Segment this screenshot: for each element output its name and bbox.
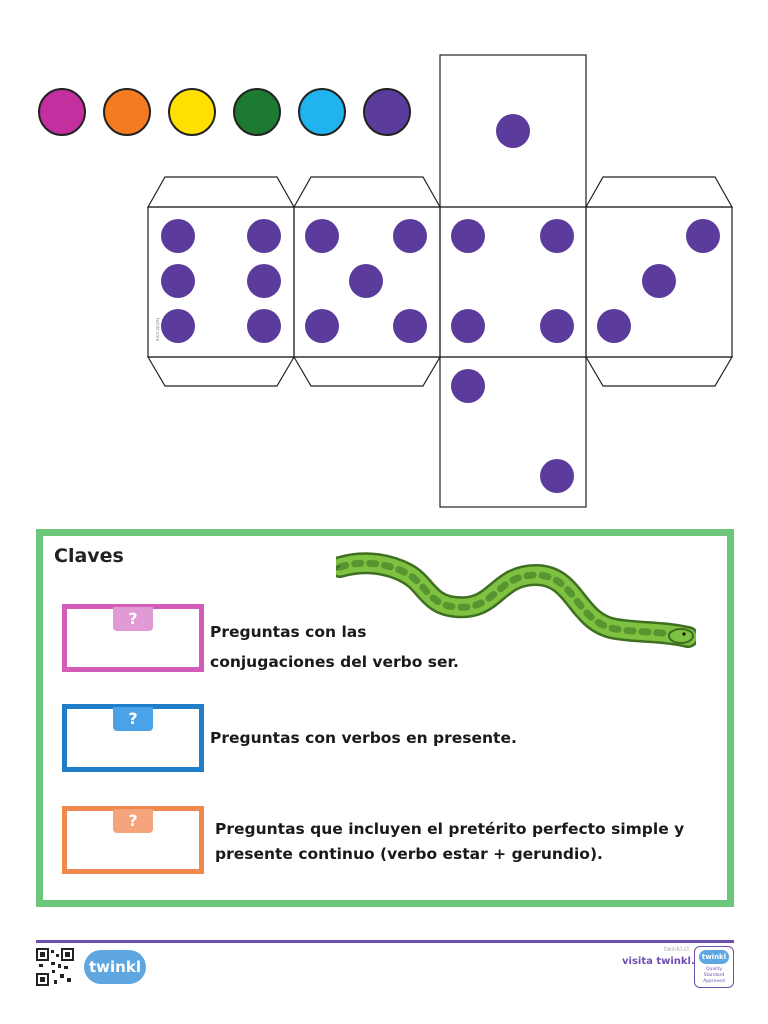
- glue-tab: [584, 356, 734, 387]
- die-face-bottom: [439, 356, 587, 508]
- footer-divider: [36, 940, 734, 943]
- die-dot: [247, 309, 281, 343]
- side-credit: twinkl.com: [154, 318, 160, 341]
- die-dot: [161, 219, 195, 253]
- quality-badge: twinkl Quality Standard Approved: [694, 946, 734, 988]
- key-text-1-line2: conjugaciones del verbo ser.: [210, 653, 459, 671]
- die-dot: [247, 219, 281, 253]
- die-dot: [540, 219, 574, 253]
- glue-tab: [292, 356, 442, 387]
- qr-code-icon: [36, 948, 74, 986]
- swatch-cyan: [298, 88, 346, 136]
- key-text-3-line2: presente continuo (verbo estar + gerundi…: [215, 845, 603, 863]
- footer-credit: twinkl.cl: [664, 946, 689, 953]
- die-dot: [305, 309, 339, 343]
- die-dots: [161, 114, 720, 493]
- twinkl-logo: twinkl: [84, 950, 146, 984]
- badge-text: Quality Standard Approved: [703, 967, 725, 984]
- key-text-1-line1: Preguntas con las: [210, 623, 367, 641]
- die-dot: [642, 264, 676, 298]
- die-dot: [496, 114, 530, 148]
- die-dot: [393, 309, 427, 343]
- glue-tab: [292, 176, 442, 208]
- die-dot: [161, 264, 195, 298]
- die-dot: [247, 264, 281, 298]
- key-tab-pink: ?: [113, 607, 153, 631]
- swatch-orange: [103, 88, 151, 136]
- key-panel: [36, 529, 734, 907]
- die-dot: [540, 309, 574, 343]
- visit-link[interactable]: visita twinkl.cl: [622, 956, 705, 967]
- key-panel-title: Claves: [54, 545, 124, 567]
- key-box-blue: ?: [62, 704, 204, 772]
- swatch-magenta: [38, 88, 86, 136]
- die-dot: [597, 309, 631, 343]
- die-dot: [451, 309, 485, 343]
- key-box-pink: ?: [62, 604, 204, 672]
- badge-logo: twinkl: [699, 950, 729, 964]
- die-net: twinkl.com: [146, 54, 734, 508]
- swatch-yellow: [168, 88, 216, 136]
- die-dot: [451, 369, 485, 403]
- key-box-orange: ?: [62, 806, 204, 874]
- die-dot: [305, 219, 339, 253]
- swatch-green: [233, 88, 281, 136]
- die-dot: [393, 219, 427, 253]
- key-tab-orange: ?: [113, 809, 153, 833]
- die-dot: [349, 264, 383, 298]
- die-dot: [161, 309, 195, 343]
- snake-illustration: [336, 552, 696, 648]
- die-dot: [686, 219, 720, 253]
- die-dot: [451, 219, 485, 253]
- key-text-2-line1: Preguntas con verbos en presente.: [210, 729, 517, 747]
- glue-tab: [146, 176, 296, 208]
- glue-tab: [146, 356, 296, 387]
- glue-tab: [584, 176, 734, 208]
- key-text-3-line1: Preguntas que incluyen el pretérito perf…: [215, 820, 685, 838]
- swatch-purple: [363, 88, 411, 136]
- key-tab-blue: ?: [113, 707, 153, 731]
- die-dot: [540, 459, 574, 493]
